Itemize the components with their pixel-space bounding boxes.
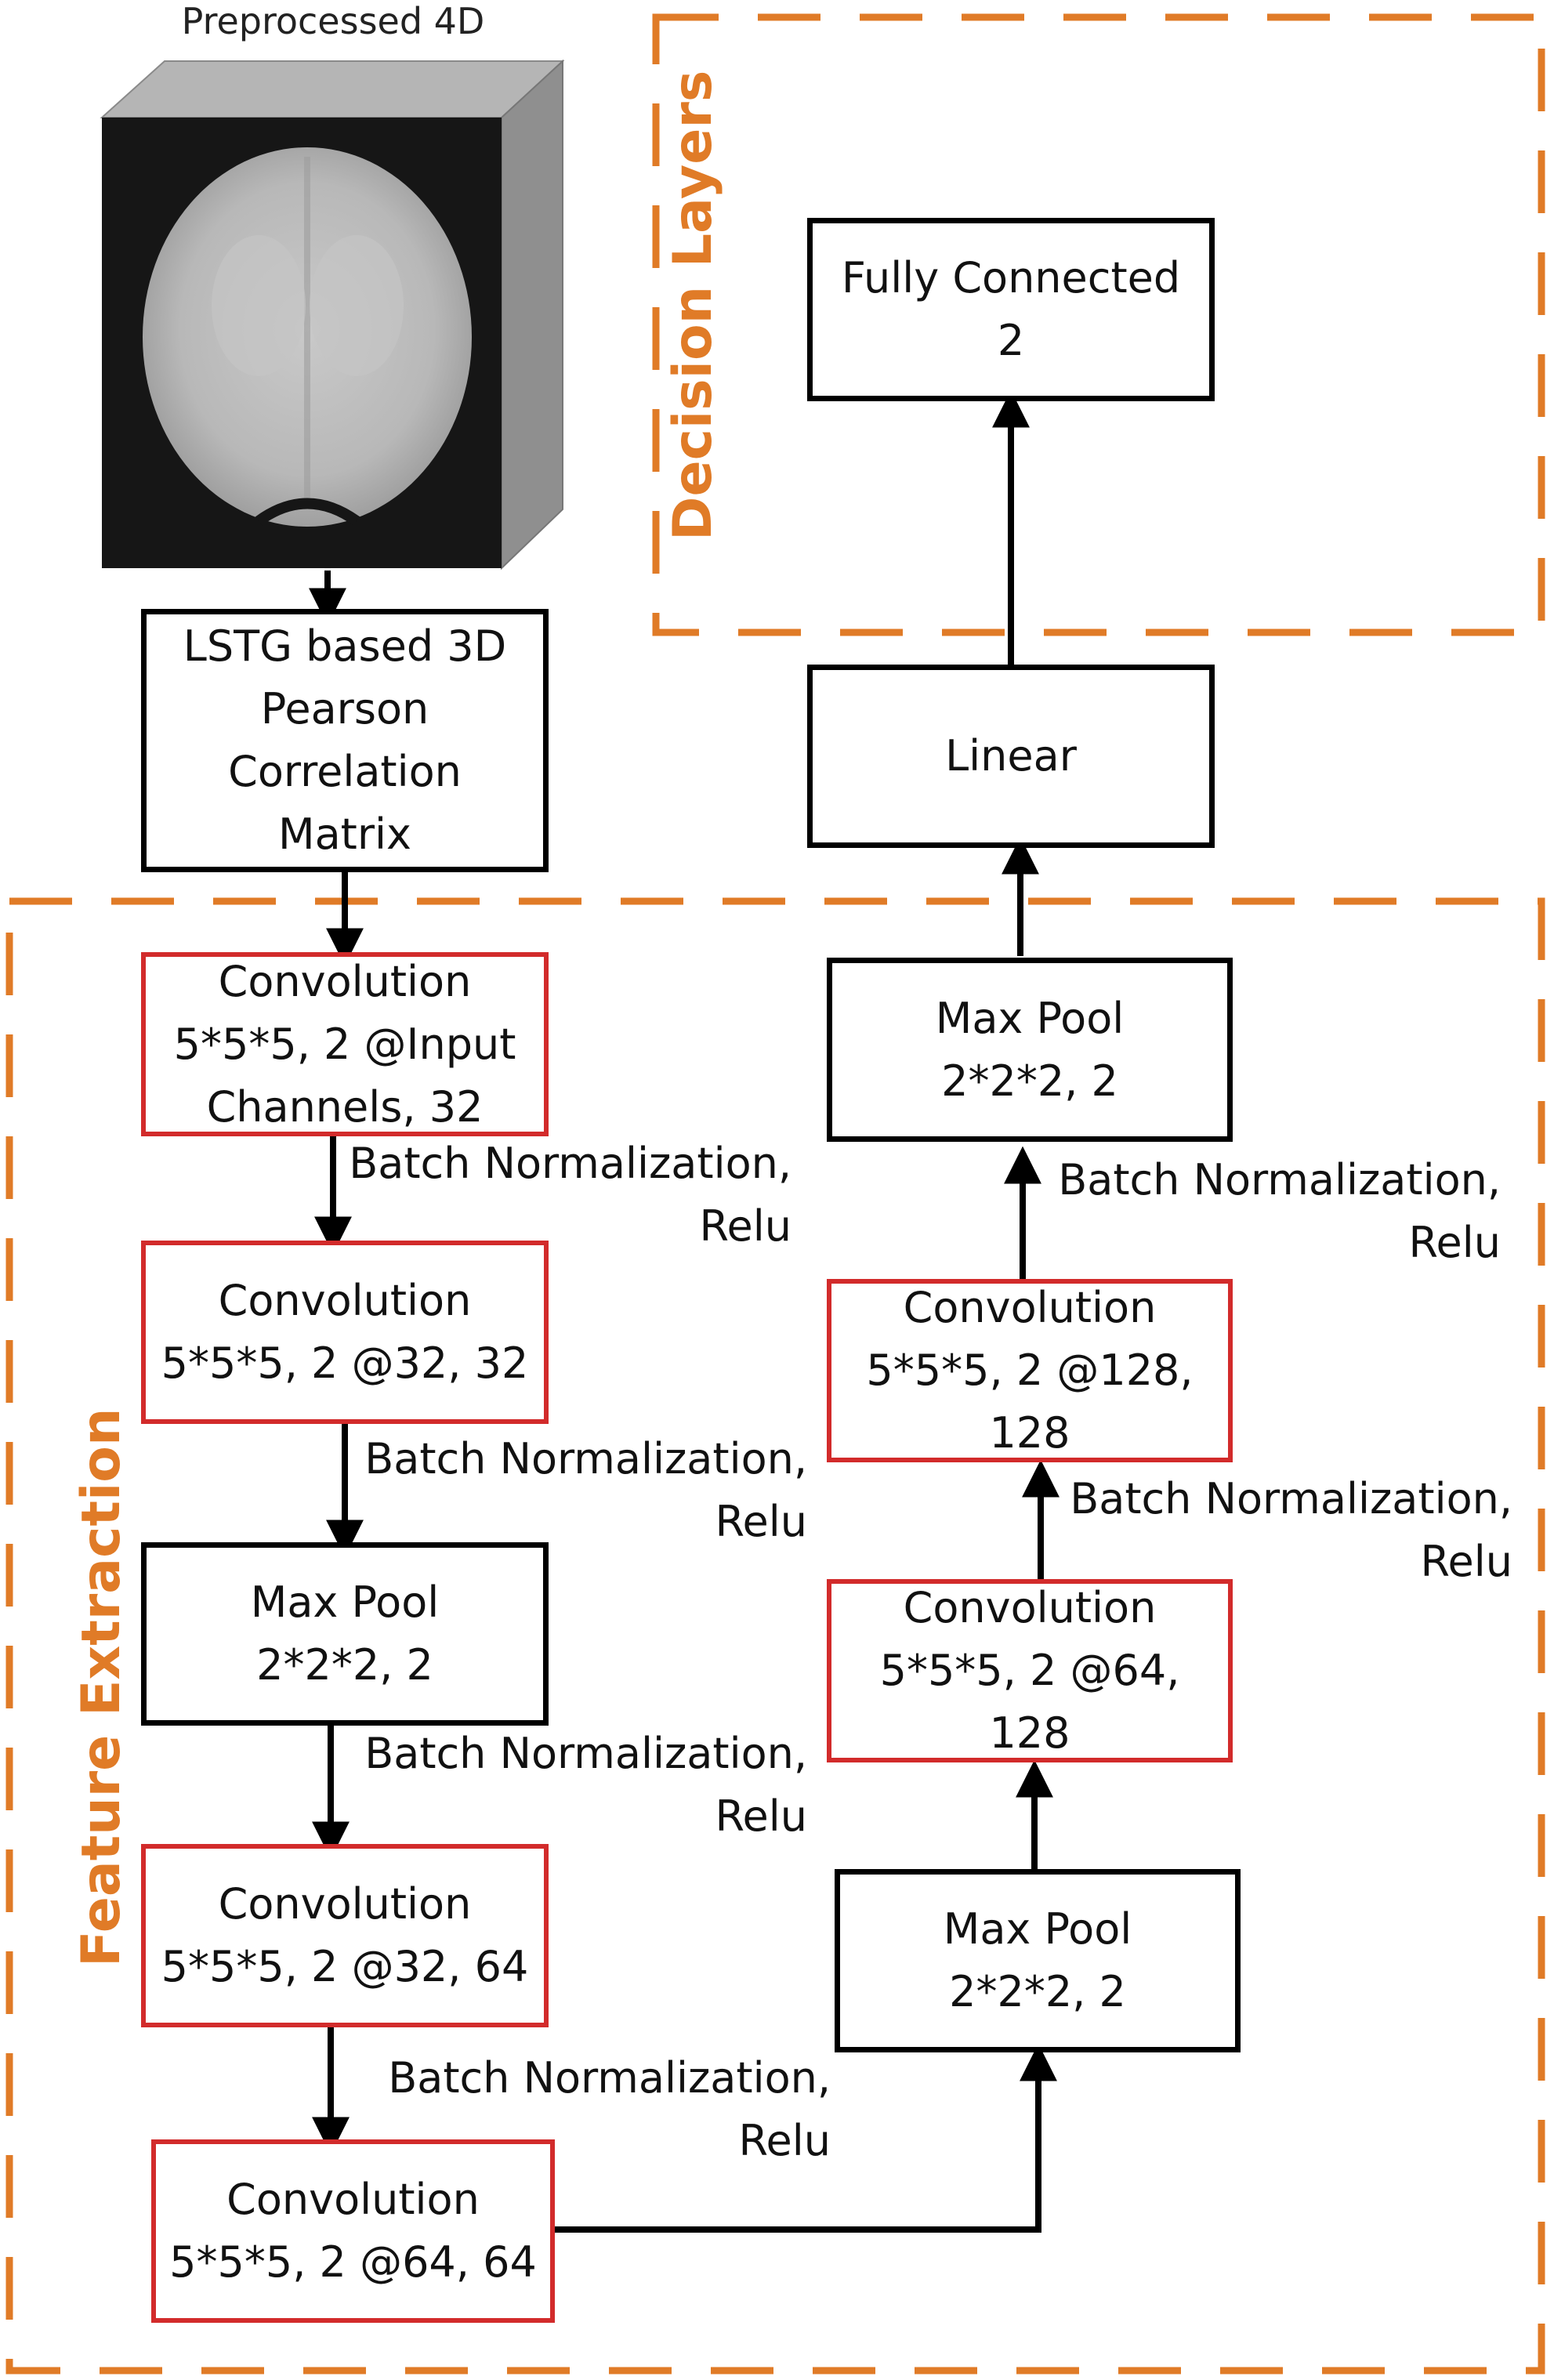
bn6-note: Batch Normalization, Relu <box>1058 1155 1501 1267</box>
maxpool1-node: Max Pool 2*2*2, 2 <box>141 1542 549 1726</box>
linear-label: Linear <box>945 731 1077 781</box>
conv3-label: Convolution 5*5*5, 2 @32, 64 <box>161 1879 529 1991</box>
maxpool2-node: Max Pool 2*2*2, 2 <box>835 1869 1241 2052</box>
lstg-correlation-node: LSTG based 3D Pearson Correlation Matrix <box>141 609 549 872</box>
input-caption: Preprocessed 4D <box>181 0 485 42</box>
lstg-correlation-label: LSTG based 3D Pearson Correlation Matrix <box>183 621 507 859</box>
bn3-note: Batch Normalization, Relu <box>364 1729 807 1841</box>
maxpool1-label: Max Pool 2*2*2, 2 <box>250 1578 440 1690</box>
bn1-note: Batch Normalization, Relu <box>349 1139 791 1251</box>
conv1-node: Convolution 5*5*5, 2 @Input Channels, 32 <box>141 952 549 1136</box>
maxpool2-label: Max Pool 2*2*2, 2 <box>943 1904 1132 2016</box>
conv5-node: Convolution 5*5*5, 2 @64, 128 <box>827 1579 1233 1762</box>
bn2-note: Batch Normalization, Relu <box>364 1434 807 1546</box>
fully-connected-label: Fully Connected 2 <box>841 253 1181 365</box>
conv2-node: Convolution 5*5*5, 2 @32, 32 <box>141 1241 549 1424</box>
feature-extraction-label: Feature Extraction <box>71 1407 132 1967</box>
linear-node: Linear <box>807 665 1215 848</box>
conv5-label: Convolution 5*5*5, 2 @64, 128 <box>879 1583 1180 1758</box>
maxpool3-label: Max Pool 2*2*2, 2 <box>935 993 1125 1106</box>
decision-layers-frame <box>652 13 1545 636</box>
arrow-conv4-to-pool2 <box>555 2043 1057 2233</box>
bn4-note: Batch Normalization, Relu <box>388 2053 831 2165</box>
conv1-label: Convolution 5*5*5, 2 @Input Channels, 32 <box>173 956 516 1132</box>
conv4-node: Convolution 5*5*5, 2 @64, 64 <box>151 2139 555 2323</box>
maxpool3-node: Max Pool 2*2*2, 2 <box>827 958 1233 1142</box>
bn5-note: Batch Normalization, Relu <box>1070 1474 1512 1586</box>
feature-extraction-frame <box>5 897 1545 2375</box>
conv2-label: Convolution 5*5*5, 2 @32, 32 <box>161 1276 529 1388</box>
decision-layers-label: Decision Layers <box>662 70 724 541</box>
conv3-node: Convolution 5*5*5, 2 @32, 64 <box>141 1844 549 2027</box>
fully-connected-node: Fully Connected 2 <box>807 218 1215 401</box>
conv6-node: Convolution 5*5*5, 2 @128, 128 <box>827 1279 1233 1462</box>
conv6-label: Convolution 5*5*5, 2 @128, 128 <box>866 1283 1194 1458</box>
conv4-label: Convolution 5*5*5, 2 @64, 64 <box>169 2175 537 2287</box>
